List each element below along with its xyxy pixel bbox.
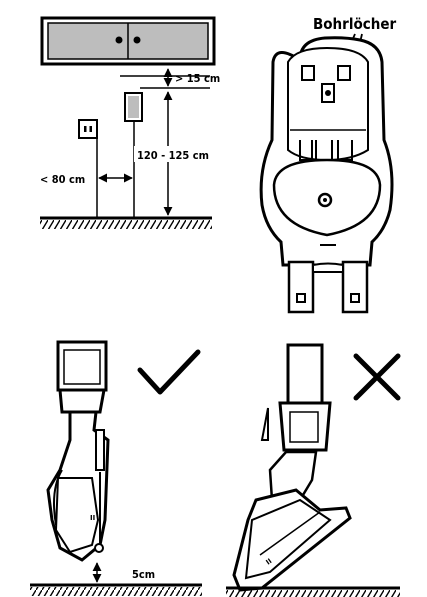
drill-hole-left (301, 65, 315, 81)
correct-placement-diagram: II 5cm (30, 340, 202, 596)
mount-height-label: 120 - 125 cm (137, 149, 209, 162)
floor-hatch (40, 220, 212, 229)
dock-drill-holes-diagram: Bohrlöcher (259, 15, 396, 314)
wrong-placement-diagram: II (226, 343, 401, 597)
dock-leg-left (287, 260, 315, 314)
mounting-height-diagram: > 15 cm 120 - 125 cm < 80 cm (40, 16, 234, 229)
wall-dock-wrong (286, 343, 324, 405)
charging-dock-fill (128, 96, 139, 118)
floor-gap-label: 5cm (132, 568, 155, 581)
socket-icon (78, 119, 98, 139)
svg-text:II: II (265, 557, 274, 567)
drill-hole-right (337, 65, 351, 81)
socket-distance-label: < 80 cm (40, 173, 85, 186)
cabinet-gap-label: > 15 cm (175, 72, 220, 85)
cross-icon (353, 353, 401, 401)
svg-text:II: II (90, 514, 95, 522)
dock-leg-right (341, 260, 369, 314)
drill-holes-label: Bohrlöcher (313, 15, 396, 33)
wall-cabinet (40, 16, 216, 66)
check-icon (137, 349, 201, 395)
